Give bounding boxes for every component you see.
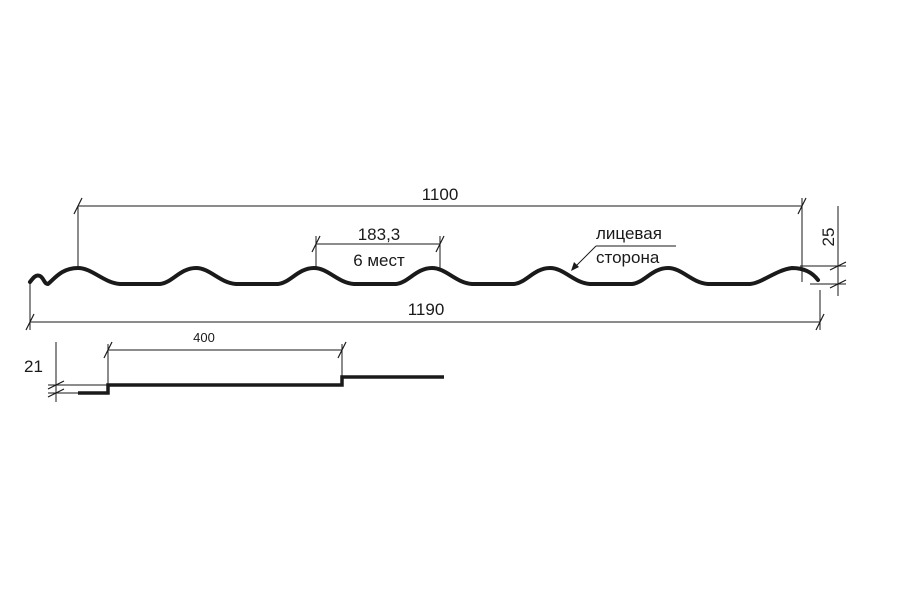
tick-400-right: [337, 341, 347, 359]
label-count: 6 мест: [353, 251, 405, 270]
tick-21-bottom: [47, 388, 65, 398]
tick-height-top: [829, 261, 847, 271]
label-1100: 1100: [422, 185, 459, 204]
wave-profile-line: [28, 266, 820, 286]
tick-pitch-left: [311, 235, 321, 253]
tick-400-left: [103, 341, 113, 359]
label-1190: 1190: [408, 300, 445, 319]
label-face-line1: лицевая: [596, 224, 662, 243]
face-leader-line: [573, 245, 597, 269]
label-face-line2: сторона: [596, 248, 660, 267]
tick-1100-right: [797, 197, 807, 215]
tick-21-top: [47, 380, 65, 390]
step-profile: 400 21: [24, 330, 444, 402]
tick-height-bottom: [829, 279, 847, 289]
step-profile-line: [78, 375, 444, 395]
tick-1190-right: [815, 313, 825, 331]
label-21: 21: [24, 357, 43, 376]
tick-1100-left: [73, 197, 83, 215]
label-400: 400: [193, 330, 215, 345]
face-leader-arrow: [571, 262, 579, 271]
tick-1190-left: [25, 313, 35, 331]
tick-pitch-right: [435, 235, 445, 253]
main-profile: 1100 183,3 6 мест 1190 25 лицевая сторон…: [25, 185, 847, 331]
label-height: 25: [819, 228, 838, 247]
label-pitch: 183,3: [358, 225, 401, 244]
